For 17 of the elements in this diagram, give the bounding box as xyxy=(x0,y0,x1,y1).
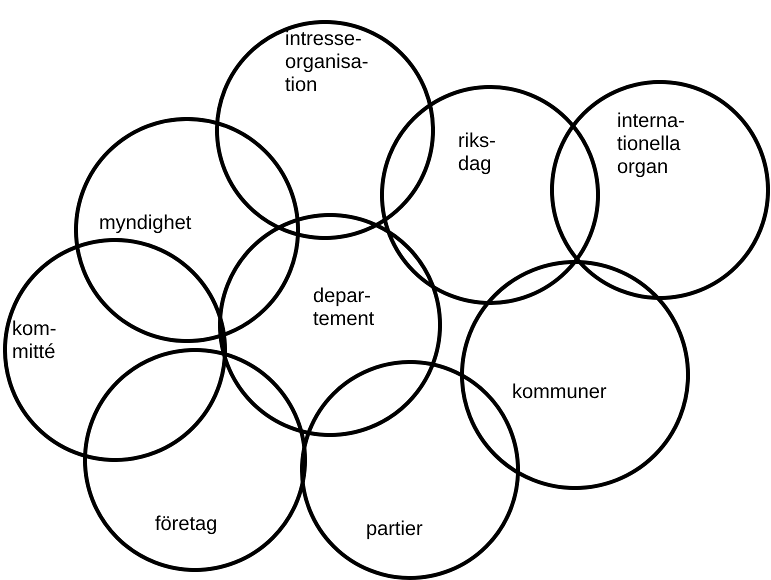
circle-label: företag xyxy=(155,513,218,536)
overlapping-circle xyxy=(3,238,227,462)
overlapping-circle xyxy=(83,348,307,572)
circle-label: intresse- organisa- tion xyxy=(285,28,368,97)
overlapping-circle xyxy=(218,213,442,437)
circle-label: partier xyxy=(366,518,423,541)
circle-label: depar- tement xyxy=(313,285,374,331)
overlapping-circle xyxy=(550,80,770,300)
circle-label: interna- tionella organ xyxy=(617,110,685,179)
overlapping-circle xyxy=(460,260,690,490)
circle-label: kom- mitté xyxy=(12,318,56,364)
overlapping-circle xyxy=(215,20,435,240)
circle-label: kommuner xyxy=(512,381,606,404)
circle-label: myndighet xyxy=(99,212,192,235)
circle-label: riks- dag xyxy=(458,130,496,176)
overlapping-circle xyxy=(380,85,600,305)
overlapping-circle xyxy=(74,117,300,343)
